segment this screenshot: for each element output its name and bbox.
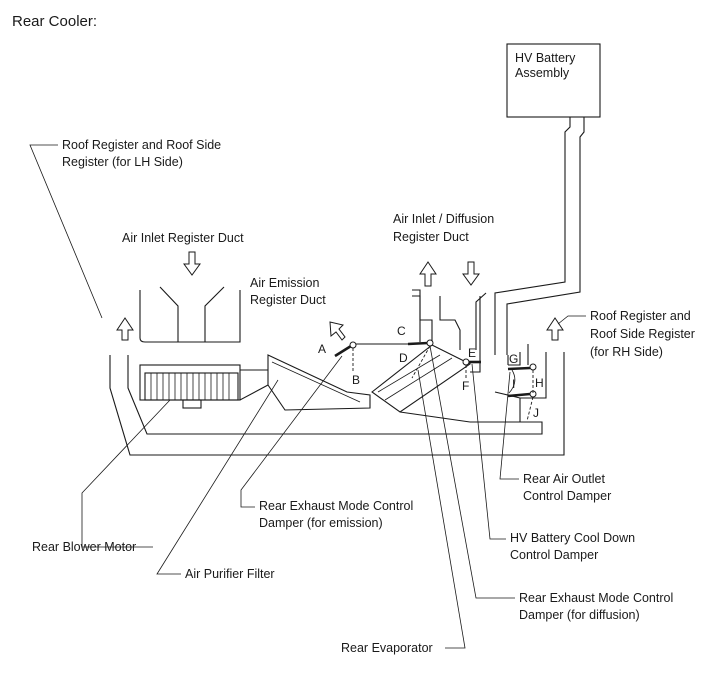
damper-letter-a: A [318,342,326,356]
label-rear-air-outlet: Rear Air Outlet Control Damper [523,472,611,503]
label-air-purifier-filter: Air Purifier Filter [185,567,275,581]
hv-battery-label-line1: HV Battery [515,51,576,65]
roof-lh-label-line2: Register (for LH Side) [62,155,183,169]
damper-letter-c: C [397,324,406,338]
rear-air-outlet-label-line2: Control Damper [523,489,611,503]
hv-cool-down-label-line2: Control Damper [510,548,598,562]
air-inlet-diffusion-label-line1: Air Inlet / Diffusion [393,212,494,226]
damper-e-f: E F [462,346,481,393]
hv-battery-duct [470,116,596,373]
label-exhaust-diffusion: Rear Exhaust Mode Control Damper (for di… [519,591,673,622]
damper-letter-g: G [509,352,518,366]
label-air-emission: Air Emission Register Duct [250,276,326,307]
rear-evaporator [371,344,472,423]
exhaust-emission-label-line2: Damper (for emission) [259,516,383,530]
diagram-title: Rear Cooler: [12,13,97,30]
damper-letter-f: F [462,379,469,393]
blower-motor [139,364,241,401]
air-purifier-filter [267,354,371,411]
damper-a-b: A B [318,341,360,387]
blower-fan [144,372,239,409]
diffusion-duct-outlet [412,289,487,350]
damper-letter-e: E [468,346,476,360]
damper-c-d: C D [397,324,434,379]
exhaust-diffusion-label-line2: Damper (for diffusion) [519,608,640,622]
roof-rh-label-line1: Roof Register and [590,309,691,323]
label-air-inlet-register-duct: Air Inlet Register Duct [122,231,244,245]
label-roof-rh: Roof Register and Roof Side Register (fo… [590,309,695,359]
airflow-arrow-roof-lh-icon [116,317,134,341]
air-emission-label-line1: Air Emission [250,276,320,290]
label-hv-cool-down: HV Battery Cool Down Control Damper [510,531,635,562]
airflow-arrow-roof-rh-icon [546,317,564,341]
rear-air-outlet-label-line1: Rear Air Outlet [523,472,606,486]
damper-g-h-i-j: G H I J [507,352,544,422]
damper-letter-d: D [399,351,408,365]
hv-cool-down-label-line1: HV Battery Cool Down [510,531,635,545]
hv-battery-label-line2: Assembly [515,66,570,80]
label-roof-lh: Roof Register and Roof Side Register (fo… [62,138,221,169]
exhaust-diffusion-label-line1: Rear Exhaust Mode Control [519,591,673,605]
label-air-inlet-diffusion: Air Inlet / Diffusion Register Duct [393,212,494,244]
exhaust-emission-label-line1: Rear Exhaust Mode Control [259,499,413,513]
airflow-arrow-diffusion-out-icon [419,261,437,287]
rh-register-outlet [507,344,529,365]
roof-rh-label-line3: (for RH Side) [590,345,663,359]
air-inlet-diffusion-label-line2: Register Duct [393,230,469,244]
hv-battery-assembly: HV Battery Assembly [506,43,601,118]
airflow-arrow-emission-icon [329,321,346,341]
label-rear-evaporator: Rear Evaporator [341,641,433,655]
airflow-arrow-diffusion-in-icon [462,261,480,286]
damper-letter-b: B [352,373,360,387]
leader-lines [29,144,586,649]
label-exhaust-emission: Rear Exhaust Mode Control Damper (for em… [259,499,413,530]
damper-letter-j: J [533,406,539,420]
roof-rh-label-line2: Roof Side Register [590,327,695,341]
damper-letter-i: I [512,377,515,391]
airflow-arrow-inlet-icon [183,251,201,276]
main-duct-housing [109,286,565,456]
air-emission-label-line2: Register Duct [250,293,326,307]
damper-letter-h: H [535,376,544,390]
roof-lh-label-line1: Roof Register and Roof Side [62,138,221,152]
